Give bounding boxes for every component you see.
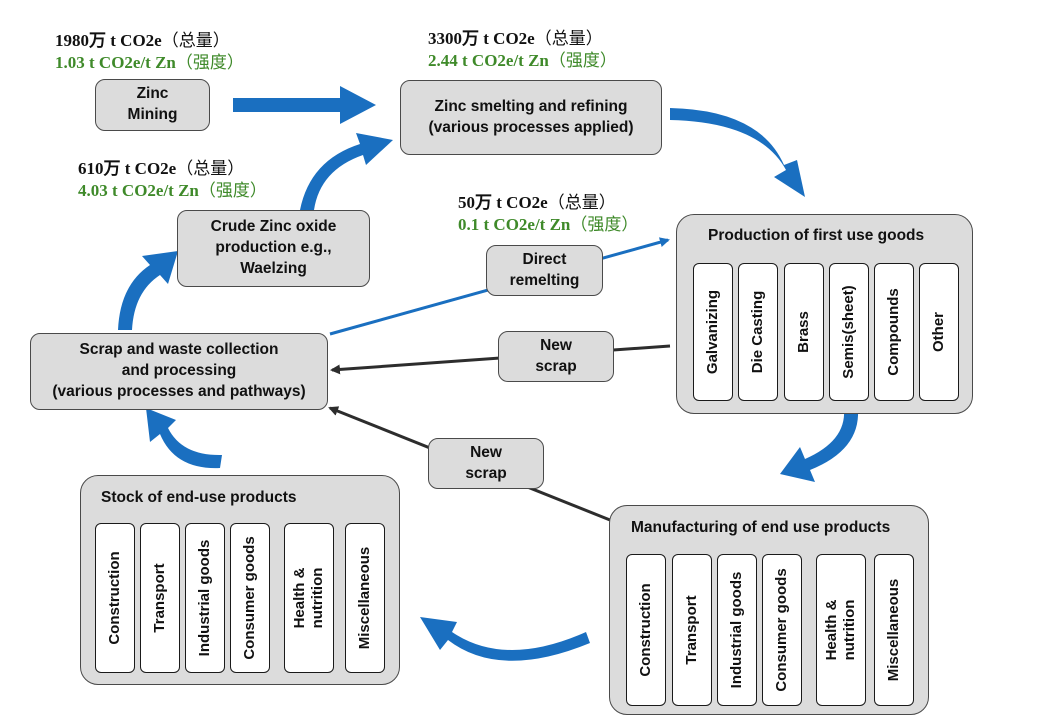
manufacturing-item-construction: Construction	[626, 554, 666, 706]
stat-direct-remelting: 50万 t CO2e（总量） 0.1 t CO2e/t Zn（强度）	[458, 193, 639, 235]
manufacturing-item-consumer-goods: Consumer goods	[762, 554, 802, 706]
manufacturing-item-health-nutrition: Health & nutrition	[816, 554, 866, 706]
panel-first-use-goods: Production of first use goods Galvanizin…	[676, 214, 973, 414]
panel-manufacturing: Manufacturing of end use products Constr…	[609, 505, 929, 715]
flow-arrow-mining-to-smelting	[233, 86, 376, 124]
manufacturing-item-industrial-goods: Industrial goods	[717, 554, 757, 706]
panel-stock-end-use: Stock of end-use products Construction T…	[80, 475, 400, 685]
flow-arrow-smelting-to-first-use	[670, 108, 805, 197]
first-use-item-die-casting: Die Casting	[738, 263, 778, 401]
manufacturing-item-transport: Transport	[672, 554, 712, 706]
first-use-item-galvanizing: Galvanizing	[693, 263, 733, 401]
flow-arrow-manufacturing-to-stock	[420, 617, 590, 661]
flow-arrow-scrap-to-oxide	[118, 251, 178, 330]
flow-arrow-oxide-to-smelting	[300, 133, 393, 210]
first-use-item-brass: Brass	[784, 263, 824, 401]
first-use-item-semis-sheet: Semis(sheet)	[829, 263, 869, 401]
stock-item-construction: Construction	[95, 523, 135, 673]
flow-arrow-first-use-to-manufacturing	[780, 410, 859, 482]
manufacturing-item-miscellaneous: Miscellaneous	[874, 554, 914, 706]
stock-item-transport: Transport	[140, 523, 180, 673]
stock-item-consumer-goods: Consumer goods	[230, 523, 270, 673]
panel-first-use-title: Production of first use goods	[708, 227, 925, 244]
node-zinc-smelting: Zinc smelting and refining(various proce…	[400, 80, 662, 155]
first-use-item-compounds: Compounds	[874, 263, 914, 401]
stat-zinc-mining: 1980万 t CO2e（总量） 1.03 t CO2e/t Zn（强度）	[55, 31, 244, 73]
stock-item-health-nutrition: Health & nutrition	[284, 523, 334, 673]
panel-manufacturing-title: Manufacturing of end use products	[631, 519, 891, 536]
flow-arrow-stock-to-scrap	[146, 408, 222, 469]
stat-crude-zinc-oxide: 610万 t CO2e（总量） 4.03 t CO2e/t Zn（强度）	[78, 159, 267, 201]
first-use-item-other: Other	[919, 263, 959, 401]
panel-stock-title: Stock of end-use products	[101, 489, 297, 506]
stat-smelting: 3300万 t CO2e（总量） 2.44 t CO2e/t Zn（强度）	[428, 29, 617, 71]
stock-item-miscellaneous: Miscellaneous	[345, 523, 385, 673]
stock-item-industrial-goods: Industrial goods	[185, 523, 225, 673]
